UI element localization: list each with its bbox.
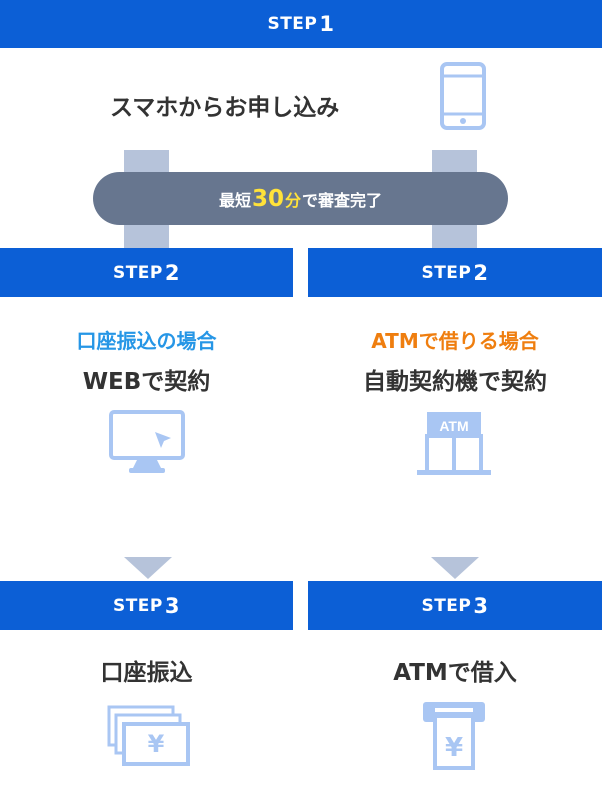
right-result-text: ATMで借入 <box>393 660 517 686</box>
left-down-arrow <box>124 557 172 579</box>
right-step3-number: 3 <box>473 593 489 618</box>
review-time-pill: 最短 30 分 で審査完了 <box>93 172 508 225</box>
left-method-label: 口座振込の場合 <box>76 329 217 353</box>
review-unit: 分 <box>285 190 302 210</box>
right-step3-bar: STEP 3 <box>308 581 602 630</box>
right-contract-text: 自動契約機で契約 <box>363 369 547 395</box>
atm-yen-cash-icon: ¥ <box>423 702 485 770</box>
left-result-text: 口座振込 <box>100 660 193 686</box>
left-step3-bar: STEP 3 <box>0 581 293 630</box>
right-step2-label: STEP <box>421 262 472 283</box>
svg-text:¥: ¥ <box>148 730 165 758</box>
review-prefix: 最短 <box>218 190 251 210</box>
step1-label: STEP <box>267 14 318 34</box>
left-step2-number: 2 <box>164 260 181 285</box>
review-number: 30 <box>251 185 284 212</box>
left-step3-label: STEP <box>112 595 163 616</box>
step1-text: スマホからお申し込み <box>110 95 340 121</box>
left-contract-text: WEBで契約 <box>82 369 211 395</box>
computer-monitor-icon <box>109 410 185 473</box>
svg-text:¥: ¥ <box>445 733 463 763</box>
review-suffix: で審査完了 <box>302 190 383 210</box>
yen-bills-icon: ¥ <box>107 705 190 766</box>
atm-building-icon: ATM <box>417 412 491 475</box>
right-step3-label: STEP <box>421 595 472 616</box>
step1-bar: STEP 1 <box>0 0 602 51</box>
right-step2-bar: STEP 2 <box>308 248 602 297</box>
right-down-arrow <box>431 557 479 579</box>
smartphone-icon <box>440 62 486 130</box>
right-step2-number: 2 <box>473 260 489 285</box>
left-step3-number: 3 <box>164 593 181 618</box>
atm-sign-text: ATM <box>439 418 468 434</box>
left-step2-bar: STEP 2 <box>0 248 293 297</box>
left-step2-label: STEP <box>112 262 163 283</box>
step1-number: 1 <box>319 12 335 36</box>
right-method-label: ATMで借りる場合 <box>371 329 539 353</box>
